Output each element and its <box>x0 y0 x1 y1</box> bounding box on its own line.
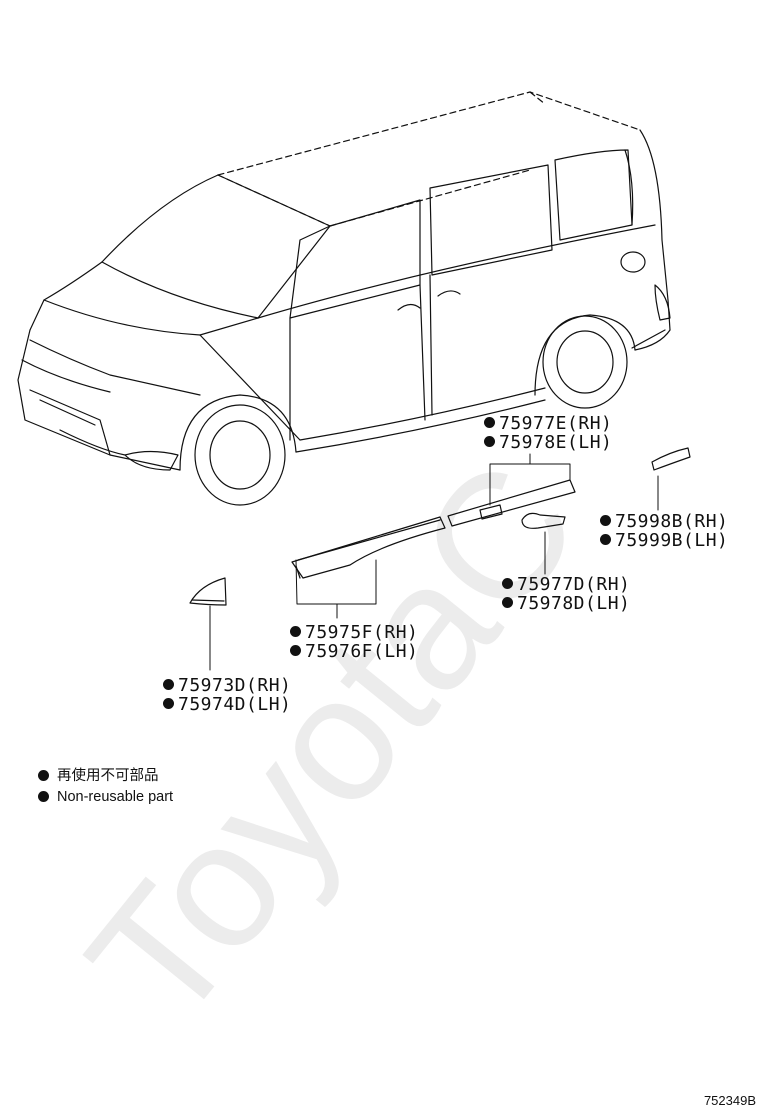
non-reusable-dot-icon <box>600 515 611 526</box>
non-reusable-dot-icon <box>290 626 301 637</box>
part-number-lh: 75976F(LH) <box>305 641 419 662</box>
non-reusable-dot-icon <box>38 770 49 781</box>
part-75998b <box>651 447 691 511</box>
non-reusable-dot-icon <box>163 698 174 709</box>
non-reusable-dot-icon <box>502 578 513 589</box>
part-number-lh: 75978D(LH) <box>517 593 631 614</box>
callout-75975f: 75975F(RH) 75976F(LH) <box>290 623 418 661</box>
part-number-lh: 75974D(LH) <box>178 694 292 715</box>
non-reusable-dot-icon <box>502 597 513 608</box>
callout-75998b: 75998B(RH) 75999B(LH) <box>600 512 728 550</box>
callout-75977e: 75977E(RH) 75978E(LH) <box>484 414 612 452</box>
non-reusable-dot-icon <box>38 791 49 802</box>
part-75977e <box>447 453 576 527</box>
part-number-rh: 75973D(RH) <box>178 675 292 696</box>
callout-75973d: 75973D(RH) 75974D(LH) <box>163 676 291 714</box>
callout-75977d: 75977D(RH) 75978D(LH) <box>502 575 630 613</box>
part-number-rh: 75977E(RH) <box>499 413 613 434</box>
part-number-rh: 75998B(RH) <box>615 511 729 532</box>
non-reusable-dot-icon <box>163 679 174 690</box>
part-number-rh: 75975F(RH) <box>305 622 419 643</box>
legend-english: Non-reusable part <box>57 789 174 805</box>
legend: 再使用不可部品 Non-reusable part <box>38 766 173 808</box>
part-number-rh: 75977D(RH) <box>517 574 631 595</box>
part-75975f <box>291 516 446 619</box>
part-75977d <box>521 512 566 575</box>
vehicle-drawing <box>17 91 671 506</box>
legend-japanese: 再使用不可部品 <box>57 768 159 784</box>
non-reusable-dot-icon <box>484 417 495 428</box>
diagram-id: 752349B <box>703 1093 756 1108</box>
non-reusable-dot-icon <box>600 534 611 545</box>
part-number-lh: 75999B(LH) <box>615 530 729 551</box>
non-reusable-dot-icon <box>290 645 301 656</box>
part-75973d <box>189 577 227 671</box>
non-reusable-dot-icon <box>484 436 495 447</box>
part-number-lh: 75978E(LH) <box>499 432 613 453</box>
